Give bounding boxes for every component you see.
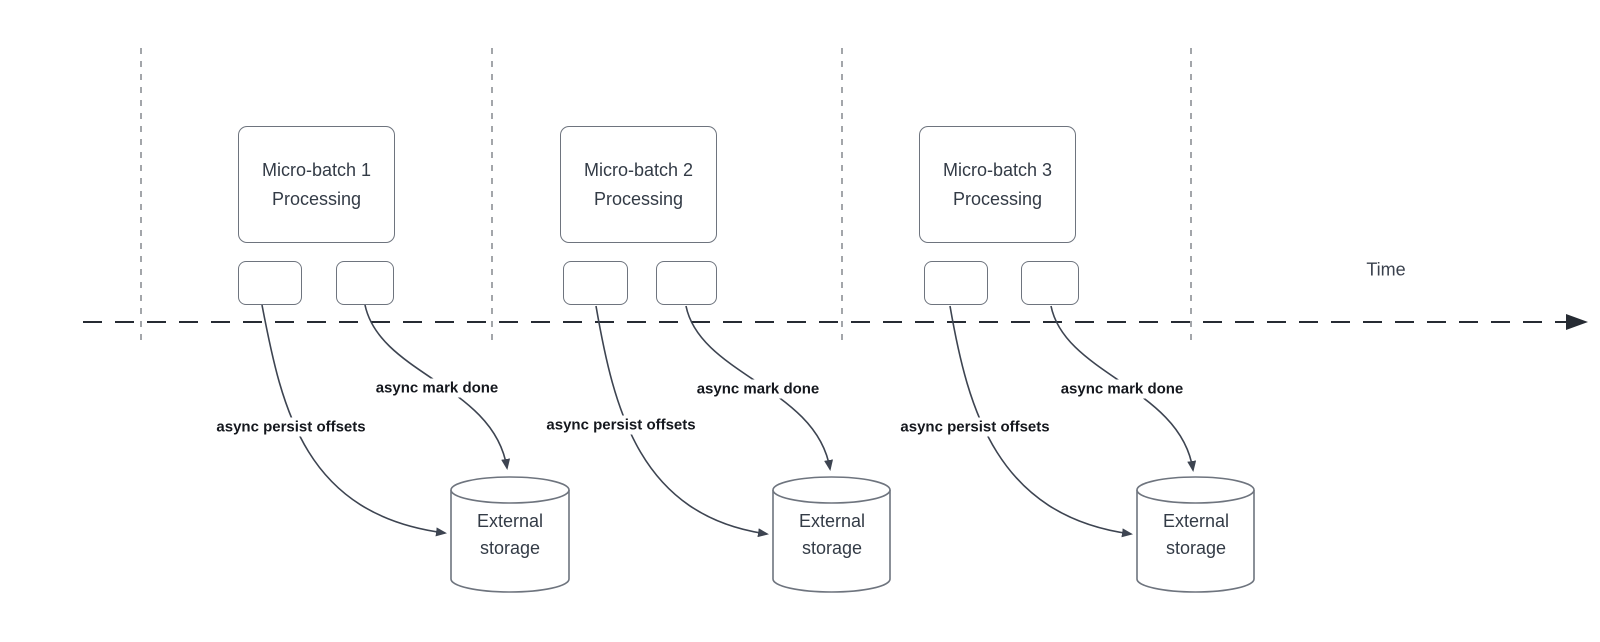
micro-batch-3-processing-box: Micro-batch 3 Processing [919, 126, 1076, 243]
micro-batch-1-title: Micro-batch 1 Processing [261, 159, 372, 209]
persist-task-box-1 [238, 261, 302, 305]
mark-done-label-1: async mark done [371, 378, 503, 398]
external-storage-cylinder-3 [1136, 476, 1255, 593]
external-storage-label-1: External storage [476, 511, 544, 558]
mark-done-task-box-2 [656, 261, 717, 305]
mark-done-task-box-3 [1021, 261, 1079, 305]
time-axis-label: Time [1366, 259, 1406, 280]
mark-done-label-2: async mark done [692, 379, 824, 399]
micro-batch-3-title: Micro-batch 3 Processing [942, 159, 1053, 209]
external-storage-cylinder-1 [450, 476, 570, 593]
external-storage-label-3: External storage [1162, 511, 1230, 558]
mark-done-task-box-1 [336, 261, 394, 305]
external-storage-cylinder-2 [772, 476, 891, 593]
persist-offsets-label-1: async persist offsets [212, 417, 370, 437]
persist-offsets-arrow-2 [595, 305, 769, 538]
persist-offsets-arrow-1 [261, 304, 447, 537]
micro-batch-2-processing-box: Micro-batch 2 Processing [560, 126, 717, 243]
persist-offsets-label-3: async persist offsets [896, 417, 1054, 437]
persist-offsets-arrow-3 [949, 305, 1133, 538]
persist-offsets-label-2: async persist offsets [542, 415, 700, 435]
micro-batch-2-title: Micro-batch 2 Processing [583, 159, 694, 209]
micro-batch-1-processing-box: Micro-batch 1 Processing [238, 126, 395, 243]
mark-done-label-3: async mark done [1056, 379, 1188, 399]
persist-task-box-2 [563, 261, 628, 305]
external-storage-label-2: External storage [798, 511, 866, 558]
persist-task-box-3 [924, 261, 988, 305]
time-axis-arrowhead [1566, 314, 1588, 330]
